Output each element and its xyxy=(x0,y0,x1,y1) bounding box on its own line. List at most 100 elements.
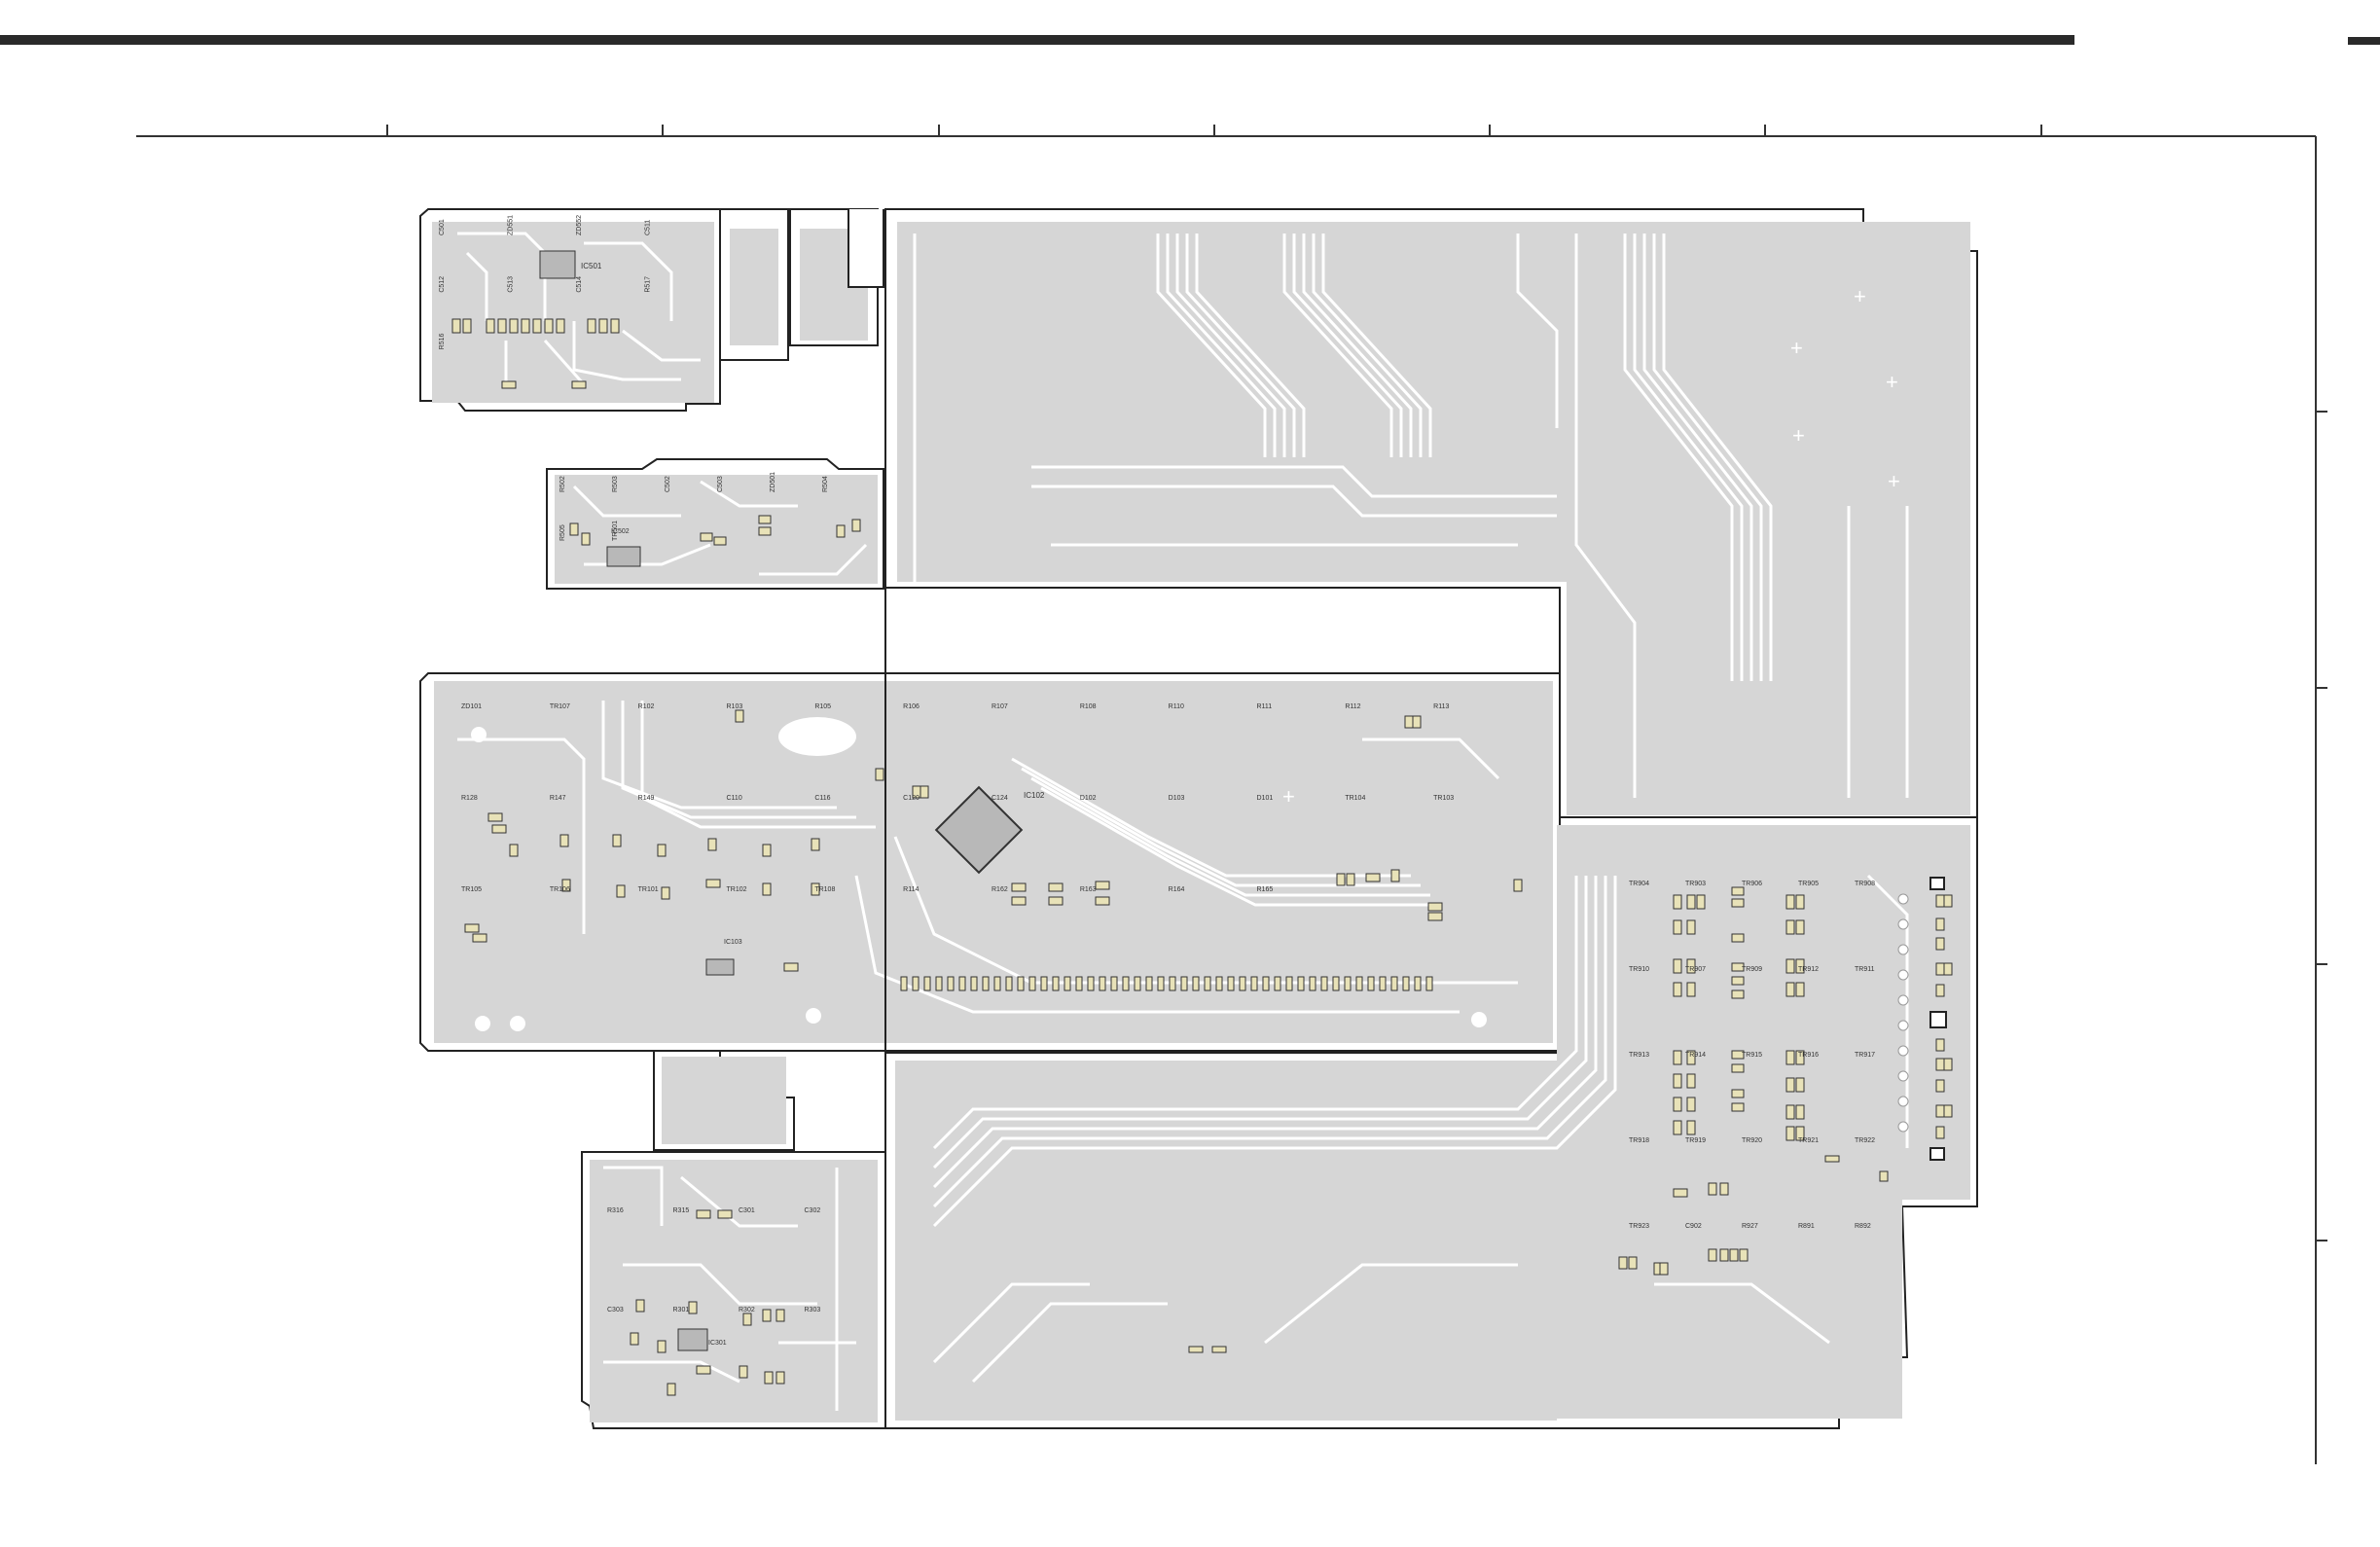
part-label: TR921 xyxy=(1798,1137,1819,1144)
part-label: R892 xyxy=(1855,1223,1871,1230)
part-label: R517 xyxy=(645,276,652,293)
part-label: C502 xyxy=(665,476,671,492)
crosshair-2: + xyxy=(1790,336,1803,360)
part-label: ZD552 xyxy=(576,215,583,235)
ic-label-small: IC103 xyxy=(724,939,742,946)
part-label: TR913 xyxy=(1629,1052,1649,1059)
part-label: C303 xyxy=(607,1307,624,1313)
part-label: C124 xyxy=(992,795,1008,802)
part-label: R163 xyxy=(1080,886,1097,893)
part-label: TR919 xyxy=(1685,1137,1706,1144)
part-label: R503 xyxy=(612,476,619,492)
part-label: R114 xyxy=(903,886,919,893)
part-label: TR905 xyxy=(1798,881,1819,887)
grid-ticks xyxy=(386,125,2327,1241)
pin-header-right xyxy=(1897,893,1909,1133)
ic-cpu-body xyxy=(934,785,1024,875)
part-label: TR906 xyxy=(1742,881,1762,887)
part-label: C503 xyxy=(717,476,724,492)
part-label: C302 xyxy=(805,1207,821,1214)
crosshair-3: + xyxy=(1886,370,1898,394)
ic-label-top-left: IC501 xyxy=(581,262,602,270)
component-pads-right xyxy=(1673,877,1953,1161)
part-label: R149 xyxy=(638,795,655,802)
crosshair-main: + xyxy=(1282,784,1295,809)
part-label: TR916 xyxy=(1798,1052,1819,1059)
board-bottom-right xyxy=(884,816,1978,1429)
part-label: R301 xyxy=(673,1307,690,1313)
part-label: R316 xyxy=(607,1207,624,1214)
part-label: R504 xyxy=(822,476,829,492)
board-mid-left: IC502 xyxy=(546,458,884,590)
part-label: TR501 xyxy=(612,521,619,541)
part-label: TR107 xyxy=(550,703,570,710)
header-rule-right xyxy=(2348,37,2380,45)
part-label: C110 xyxy=(727,795,742,802)
part-label: TR922 xyxy=(1855,1137,1875,1144)
component-pads-main xyxy=(464,709,1523,972)
part-label: TR911 xyxy=(1855,966,1875,973)
part-label: R103 xyxy=(727,703,743,710)
part-label: D101 xyxy=(1257,795,1274,802)
part-label: ZD101 xyxy=(461,703,482,710)
part-label: TR904 xyxy=(1629,881,1649,887)
part-label: R303 xyxy=(805,1307,821,1313)
ic-label-cpu: IC102 xyxy=(1024,791,1045,800)
board-bottom-left: IC301 xyxy=(581,1151,886,1429)
part-label: R505 xyxy=(559,524,566,541)
part-label: ZD501 xyxy=(770,472,776,492)
part-label: ZD551 xyxy=(508,215,515,235)
part-label: TR910 xyxy=(1629,966,1649,973)
part-label: C501 xyxy=(439,219,446,235)
part-label: TR903 xyxy=(1685,881,1706,887)
part-label: C120 xyxy=(903,795,920,802)
part-label: TR101 xyxy=(638,886,659,893)
ic-label-bottom-left: IC301 xyxy=(708,1340,727,1347)
part-label: R927 xyxy=(1742,1223,1758,1230)
crosshair-5: + xyxy=(1888,469,1900,493)
part-label: R106 xyxy=(903,703,920,710)
part-label: TR917 xyxy=(1855,1052,1875,1059)
part-label: R128 xyxy=(461,795,478,802)
part-label: TR923 xyxy=(1629,1223,1649,1230)
part-label: C511 xyxy=(645,220,652,235)
part-label: TR102 xyxy=(727,886,747,893)
part-label: C902 xyxy=(1685,1223,1702,1230)
ic-label-mid-left: IC502 xyxy=(611,528,630,535)
part-label: R516 xyxy=(439,333,446,349)
part-label: R107 xyxy=(992,703,1008,710)
crosshair-1: + xyxy=(1854,284,1866,308)
part-label: R165 xyxy=(1257,886,1274,893)
part-label: R102 xyxy=(638,703,655,710)
crosshair-4: + xyxy=(1792,423,1805,448)
board-top-left: IC501 xyxy=(419,208,721,412)
ic-small-body xyxy=(705,958,735,976)
board-top-center: + + + + + xyxy=(884,208,1978,818)
part-label: TR907 xyxy=(1685,966,1706,973)
part-label: TR106 xyxy=(550,886,570,893)
part-label: C512 xyxy=(439,276,446,293)
pad-row-bottom xyxy=(1188,1155,1889,1353)
part-label: R315 xyxy=(673,1207,690,1214)
part-label: R111 xyxy=(1257,703,1273,710)
part-label: R113 xyxy=(1433,703,1449,710)
part-label: D102 xyxy=(1080,795,1097,802)
part-label: TR909 xyxy=(1742,966,1762,973)
part-label: TR103 xyxy=(1433,795,1454,802)
part-label: TR105 xyxy=(461,886,482,893)
part-label: TR108 xyxy=(814,886,835,893)
part-label: R105 xyxy=(814,703,831,710)
part-label: R162 xyxy=(992,886,1008,893)
part-label: TR914 xyxy=(1685,1052,1706,1059)
part-label: R891 xyxy=(1798,1223,1815,1230)
part-label: TR915 xyxy=(1742,1052,1762,1059)
part-label: TR908 xyxy=(1855,881,1875,887)
part-label: C116 xyxy=(814,795,830,802)
part-label: C513 xyxy=(508,276,515,293)
part-label: R110 xyxy=(1169,703,1184,710)
part-label: TR920 xyxy=(1742,1137,1762,1144)
part-label: TR912 xyxy=(1798,966,1819,973)
part-label: C514 xyxy=(576,276,583,293)
header-rule xyxy=(0,35,2074,45)
